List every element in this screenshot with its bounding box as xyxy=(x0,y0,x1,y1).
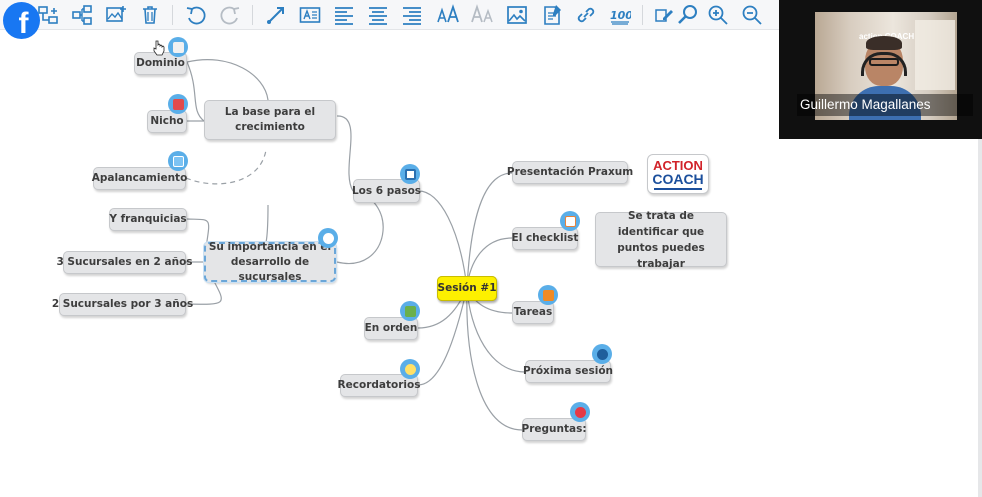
central-topic-label[interactable]: Sesión #1 xyxy=(437,276,497,301)
node-sucursales-2[interactable]: 3 Sucursales en 2 años xyxy=(56,251,193,274)
mouse-cursor-icon xyxy=(153,40,165,56)
node-preguntas[interactable]: Preguntas: xyxy=(522,418,587,441)
node-seis-pasos[interactable]: Los 6 pasos xyxy=(352,179,421,203)
text-box-icon[interactable] xyxy=(298,3,322,27)
facebook-brand: f xyxy=(18,6,29,40)
font-size-up-icon[interactable] xyxy=(436,3,460,27)
font-size-down-icon[interactable] xyxy=(470,3,494,27)
webcam-panel: action COACH Guillermo Magallanes xyxy=(779,0,982,139)
logo-line2: COACH xyxy=(652,170,704,187)
svg-text:100: 100 xyxy=(610,9,631,22)
computer-icon xyxy=(168,151,188,171)
delete-icon[interactable] xyxy=(138,3,162,27)
add-child-icon[interactable] xyxy=(36,3,60,27)
node-base-crecimiento[interactable]: La base para el crecimiento xyxy=(204,100,336,140)
align-left-icon[interactable] xyxy=(332,3,356,27)
node-sucursales-3[interactable]: 2 Sucursales por 3 años xyxy=(52,293,193,316)
mindmap-canvas[interactable]: Sesión #1 Los 6 pasos La base para el cr… xyxy=(0,30,978,497)
connector-icon[interactable] xyxy=(264,3,288,27)
align-right-icon[interactable] xyxy=(400,3,424,27)
undo-icon[interactable] xyxy=(184,3,208,27)
scrollbar[interactable] xyxy=(978,30,982,497)
magnifier-icon xyxy=(592,344,612,364)
add-sibling-icon[interactable] xyxy=(70,3,94,27)
books-icon xyxy=(400,301,420,321)
building-icon xyxy=(168,37,188,57)
piggy-bank-icon xyxy=(318,228,338,248)
zoom-out-icon[interactable] xyxy=(740,3,764,27)
score-icon[interactable]: 100 xyxy=(608,3,632,27)
chart-icon xyxy=(400,164,420,184)
action-coach-logo: ACTION COACH xyxy=(647,154,709,194)
webcam-video: action COACH xyxy=(815,12,957,120)
redo-icon[interactable] xyxy=(218,3,242,27)
question-icon xyxy=(570,402,590,422)
node-franquicias[interactable]: Y franquicias xyxy=(109,208,187,231)
lightbulb-icon xyxy=(400,359,420,379)
node-presentacion[interactable]: Presentación Praxum xyxy=(507,161,633,184)
node-en-orden[interactable]: En orden xyxy=(364,317,418,340)
node-apalancamiento[interactable]: Apalancamiento xyxy=(92,167,187,190)
node-checklist[interactable]: El checklist xyxy=(512,227,578,250)
edit-icon[interactable] xyxy=(652,3,676,27)
node-importancia[interactable]: Su importancia en el desarrollo de sucur… xyxy=(204,241,336,283)
note-icon[interactable] xyxy=(540,3,564,27)
node-recordatorios[interactable]: Recordatorios xyxy=(338,374,420,397)
logo-line1: ACTION xyxy=(653,157,703,173)
insert-image-icon[interactable] xyxy=(104,3,128,27)
node-dominio[interactable]: Dominio xyxy=(134,52,187,75)
zoom-in-icon[interactable] xyxy=(706,3,730,27)
node-tareas[interactable]: Tareas xyxy=(512,301,554,324)
book-icon xyxy=(168,94,188,114)
search-icon[interactable] xyxy=(676,3,700,27)
participant-name: Guillermo Magallanes xyxy=(797,94,973,116)
node-nicho[interactable]: Nicho xyxy=(147,110,187,133)
align-center-icon[interactable] xyxy=(366,3,390,27)
link-icon[interactable] xyxy=(574,3,598,27)
node-proxima[interactable]: Próxima sesión xyxy=(523,360,613,383)
mindmap-connectors xyxy=(185,59,526,431)
checklist-icon xyxy=(560,211,580,231)
facebook-icon: f xyxy=(3,2,40,40)
node-checklist-note[interactable]: Se trata de identificar que puntos puede… xyxy=(595,210,727,270)
image-icon[interactable] xyxy=(505,3,529,27)
pencil-icon xyxy=(538,285,558,305)
